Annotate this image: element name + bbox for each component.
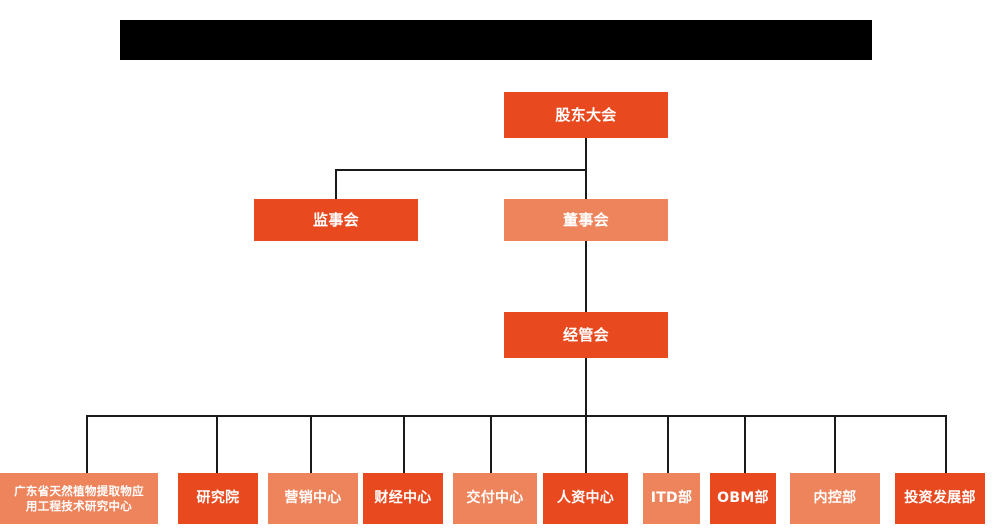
node-label: 交付中心 bbox=[466, 489, 524, 506]
connector-drop-delivery-center bbox=[490, 415, 492, 473]
connector-drop-investment-development bbox=[945, 415, 947, 473]
node-delivery-center[interactable]: 交付中心 bbox=[453, 473, 537, 524]
connector-drop-hr-center bbox=[585, 415, 587, 473]
node-label: ITD部 bbox=[650, 489, 693, 506]
connector-drop-research-institute bbox=[216, 415, 218, 473]
connector-shareholders-down bbox=[585, 137, 587, 171]
node-management-committee[interactable]: 经管会 bbox=[504, 312, 668, 358]
connector-drop-obm-department bbox=[744, 415, 746, 473]
node-internal-control-department[interactable]: 内控部 bbox=[790, 473, 880, 524]
connector-drop-itd-department bbox=[667, 415, 669, 473]
node-itd-department[interactable]: ITD部 bbox=[643, 473, 700, 524]
connector-level2-bridge bbox=[335, 169, 587, 171]
node-supervisory-board[interactable]: 监事会 bbox=[254, 199, 418, 241]
node-label: 股东大会 bbox=[555, 105, 617, 124]
connector-management-to-bus bbox=[585, 358, 587, 416]
connector-to-supervisory-board bbox=[335, 169, 337, 200]
node-label: 营销中心 bbox=[284, 489, 342, 506]
connector-board-to-management bbox=[585, 240, 587, 312]
node-label: 监事会 bbox=[313, 210, 359, 229]
node-marketing-center[interactable]: 营销中心 bbox=[268, 473, 358, 524]
node-label: OBM部 bbox=[717, 489, 769, 506]
node-obm-department[interactable]: OBM部 bbox=[710, 473, 776, 524]
node-board-of-directors[interactable]: 董事会 bbox=[504, 199, 668, 241]
node-label: 经管会 bbox=[563, 325, 609, 344]
node-label: 人资中心 bbox=[556, 489, 615, 506]
connector-drop-engineering-research-center bbox=[86, 415, 88, 473]
node-hr-center[interactable]: 人资中心 bbox=[543, 473, 628, 524]
node-research-institute[interactable]: 研究院 bbox=[178, 473, 258, 524]
connector-to-board-of-directors bbox=[585, 169, 587, 200]
connector-department-bus bbox=[86, 415, 946, 417]
node-finance-center[interactable]: 财经中心 bbox=[363, 473, 443, 524]
node-engineering-research-center[interactable]: 广东省天然植物提取物应 用工程技术研究中心 bbox=[0, 473, 158, 524]
node-label: 财经中心 bbox=[374, 489, 432, 506]
redacted-title-bar bbox=[120, 20, 872, 60]
node-label: 投资发展部 bbox=[904, 489, 976, 506]
node-label: 内控部 bbox=[813, 489, 857, 506]
node-label-line-2: 用工程技术研究中心 bbox=[25, 498, 133, 513]
node-investment-development-department[interactable]: 投资发展部 bbox=[895, 473, 985, 524]
node-shareholders-meeting[interactable]: 股东大会 bbox=[504, 92, 668, 138]
connector-drop-finance-center bbox=[403, 415, 405, 473]
node-label: 研究院 bbox=[196, 489, 240, 506]
node-label: 董事会 bbox=[563, 210, 609, 229]
node-label-line-1: 广东省天然植物提取物应 bbox=[14, 484, 144, 499]
connector-drop-internal-control-department bbox=[834, 415, 836, 473]
connector-drop-marketing-center bbox=[310, 415, 312, 473]
